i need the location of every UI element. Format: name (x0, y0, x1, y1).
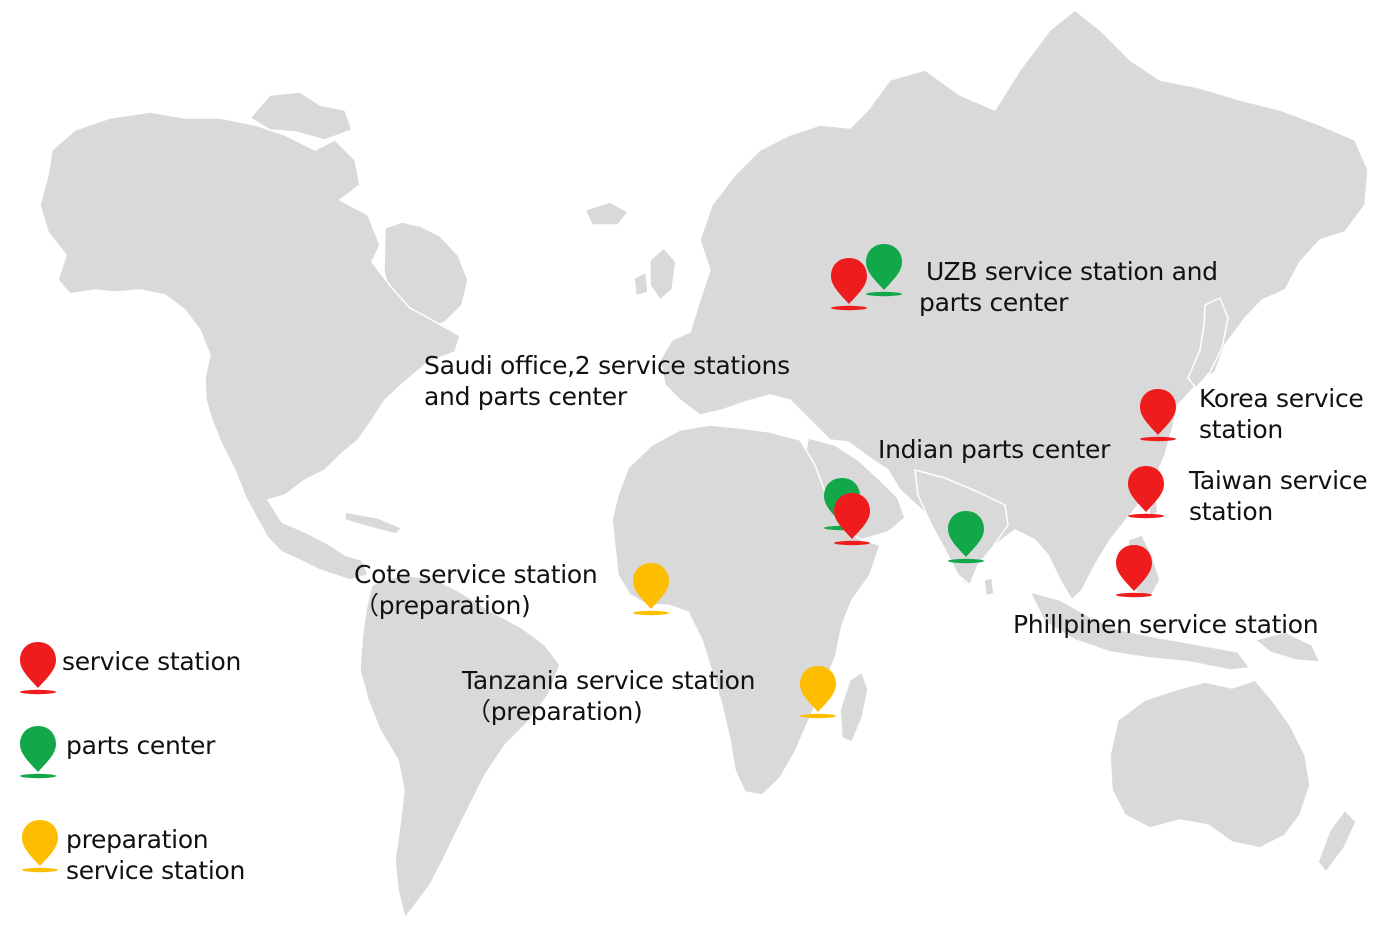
philippines-service-station-marker (1114, 543, 1154, 599)
legend-preparation-label-line1: preparation (66, 825, 209, 854)
uzb-label-line1: UZB service station and (926, 257, 1218, 286)
cote-label-line1: Cote service station (354, 560, 598, 589)
indonesia (1029, 591, 1251, 671)
taiwan-label-line2: station (1189, 497, 1273, 526)
saudi-label-line1: Saudi office,2 service stations (424, 351, 790, 380)
arctic-islands (249, 91, 353, 141)
saudi-label-line2: and parts center (424, 382, 627, 411)
uzb-label-line2: parts center (919, 288, 1069, 317)
philippines-label: Phillpinen service station (1013, 610, 1319, 639)
legend-parts-center-icon (18, 724, 58, 780)
taiwan-service-station-marker (1126, 464, 1166, 520)
landmass (39, 9, 1369, 919)
korea-label-line2: station (1199, 415, 1283, 444)
korea-service-station-marker (1138, 387, 1178, 443)
cote-preparation-marker (631, 561, 671, 617)
legend-parts-center-label: parts center (66, 731, 216, 760)
taiwan-label-line1: Taiwan service (1189, 466, 1368, 495)
legend-preparation-icon (20, 818, 60, 874)
papua (1254, 631, 1321, 663)
legend-service-station-icon (18, 640, 58, 696)
saudi-service-station-marker (832, 491, 872, 547)
ireland (633, 271, 649, 297)
british-isles (649, 247, 677, 301)
tanzania-preparation-marker (798, 664, 838, 720)
legend-preparation-label-line2: service station (66, 856, 246, 885)
caribbean (344, 511, 403, 535)
indian-label: Indian parts center (878, 435, 1111, 464)
uzb-service-station-marker (829, 256, 869, 312)
cote-label-line2: （preparation) (354, 591, 531, 620)
sri-lanka (983, 577, 995, 597)
new-zealand (1317, 809, 1357, 873)
australia (1109, 679, 1311, 849)
tanzania-label-line2: （preparation) (466, 697, 643, 726)
south-america (359, 574, 561, 919)
tanzania-label-line1: Tanzania service station (462, 666, 756, 695)
north-america (39, 111, 461, 581)
japan (1187, 297, 1229, 389)
iceland (584, 201, 629, 226)
korea-label-line1: Korea service (1199, 384, 1364, 413)
madagascar (839, 671, 869, 743)
uzb-parts-center-marker (864, 242, 904, 298)
india-parts-center-marker (946, 509, 986, 565)
legend-service-station-label: service station (62, 647, 242, 676)
